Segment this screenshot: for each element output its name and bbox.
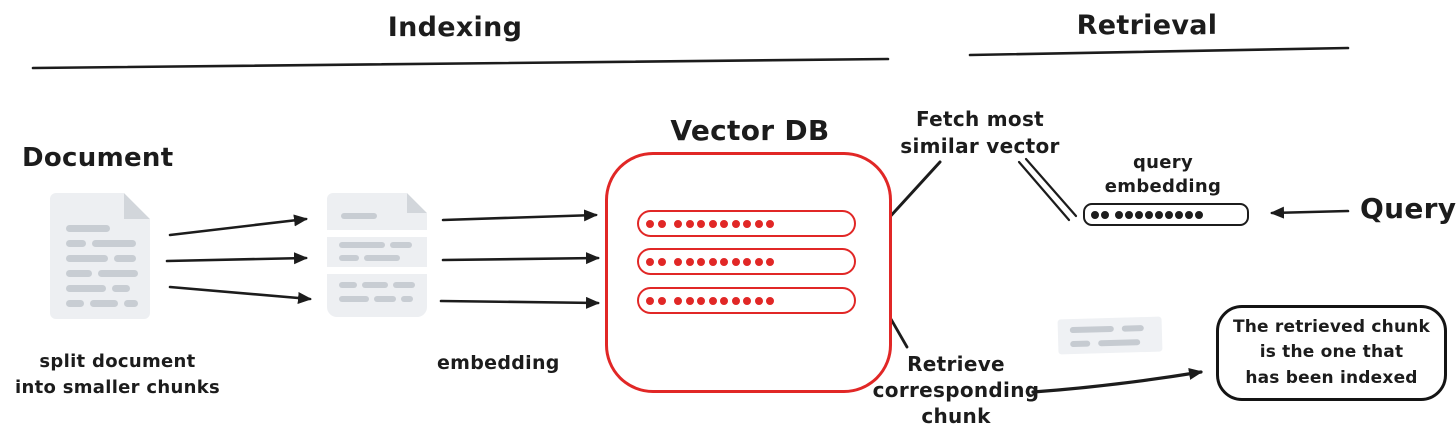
vector-dot: [697, 219, 705, 228]
vector-dot: [766, 219, 774, 228]
vector-dot: [743, 219, 751, 228]
page-fold-corner: [407, 193, 427, 213]
chunk-to-db-arrow-3: [439, 296, 600, 309]
vector-dot: [708, 257, 717, 266]
vector-dot: [1135, 210, 1143, 219]
vector-dot: [1195, 210, 1203, 219]
vector-dot: [685, 257, 694, 266]
vector-dot: [720, 219, 728, 228]
vector-dot: [708, 296, 717, 305]
vector-dot: [674, 219, 682, 228]
document-icon: [50, 193, 150, 319]
vector-dot: [720, 296, 728, 305]
chunk-to-db-arrow-1: [441, 209, 598, 222]
vector-dot: [646, 219, 654, 228]
fetch-note-line1: Fetch most: [915, 107, 1045, 131]
vector-dot: [766, 257, 774, 266]
query-embedding-label-line1: query: [1132, 152, 1194, 173]
split-caption: split document into smaller chunks: [10, 349, 225, 401]
retrieve-note-line2: corresponding: [872, 378, 1040, 402]
vector-dot: [685, 296, 694, 305]
result-bubble-line1: The retrieved chunk: [1232, 317, 1431, 338]
vector-row-1: [637, 210, 856, 237]
vector-dot: [1125, 210, 1133, 219]
fetch-note: Fetch most similar vector: [880, 106, 1080, 160]
result-bubble: The retrieved chunk is the one that has …: [1216, 305, 1447, 401]
vector-dot: [657, 296, 666, 305]
vector-dot: [1101, 210, 1109, 219]
fetch-to-query-connector-a: [1017, 160, 1071, 222]
retrieve-note: Retrieve corresponding chunk: [856, 351, 1056, 429]
doc-to-chunk-arrow-3: [168, 285, 312, 304]
split-caption-line1: split document: [39, 351, 196, 372]
vector-dot: [697, 257, 705, 266]
vector-dot: [646, 257, 654, 266]
split-caption-line2: into smaller chunks: [14, 377, 221, 399]
retrieve-note-line3: chunk: [921, 404, 991, 428]
vector-dot: [646, 296, 654, 305]
vector-dot: [1091, 210, 1099, 219]
vector-dot: [1165, 210, 1173, 219]
vector-dot: [743, 296, 751, 305]
vector-dot: [697, 296, 705, 305]
query-embedding-label-line2: embedding: [1104, 176, 1222, 198]
query-embedding-vector: [1083, 203, 1249, 226]
chunk-slice-middle-icon: [327, 237, 427, 267]
embedding-label: embedding: [437, 352, 560, 374]
fetch-note-line2: similar vector: [900, 134, 1060, 158]
vector-dot: [1145, 210, 1153, 219]
vector-dot: [754, 257, 763, 266]
vector-dot: [754, 296, 763, 305]
vector-dot: [754, 219, 763, 228]
vector-row-2: [637, 248, 856, 275]
vector-dot: [674, 257, 682, 266]
vector-dot: [731, 257, 740, 266]
vector-dot: [731, 296, 740, 305]
vector-db-title: Vector DB: [670, 114, 830, 147]
document-label: Document: [22, 143, 174, 173]
chunk-slice-bottom-icon: [327, 274, 427, 317]
vector-dot: [674, 296, 682, 305]
chunk-slice-top-icon: [327, 193, 427, 230]
result-bubble-line2: is the one that: [1259, 342, 1404, 363]
indexing-underline: [31, 57, 890, 70]
vector-dot: [1155, 210, 1163, 219]
vector-dot: [657, 257, 666, 266]
query-embedding-label: query embedding: [1083, 151, 1243, 200]
fetch-to-query-connector-b: [1024, 157, 1078, 218]
chunk-to-db-arrow-2: [441, 252, 600, 265]
retrieval-underline: [968, 46, 1350, 57]
vector-row-3: [637, 287, 856, 314]
vector-dot: [766, 296, 774, 305]
result-bubble-line3: has been indexed: [1245, 367, 1418, 388]
vector-dot: [685, 219, 694, 228]
retrieved-chunk-icon: [1057, 316, 1163, 355]
page-fold-corner: [124, 193, 150, 219]
query-arrow: [1270, 206, 1350, 219]
retrieval-section-title: Retrieval: [1076, 10, 1218, 41]
vector-dot: [708, 219, 717, 228]
retrieve-to-bubble-arrow: [1031, 368, 1203, 394]
vector-dot: [743, 257, 751, 266]
vector-dot: [731, 219, 740, 228]
vector-dot: [1175, 210, 1183, 219]
vector-dot: [720, 257, 728, 266]
retrieve-note-line1: Retrieve: [907, 352, 1005, 376]
query-label: Query: [1360, 192, 1456, 225]
vector-dot: [1185, 210, 1193, 219]
doc-to-chunk-arrow-2: [165, 252, 308, 265]
vector-dot: [657, 219, 666, 228]
doc-to-chunk-arrow-1: [168, 214, 308, 237]
vector-dot: [1115, 210, 1123, 219]
indexing-section-title: Indexing: [387, 12, 523, 43]
